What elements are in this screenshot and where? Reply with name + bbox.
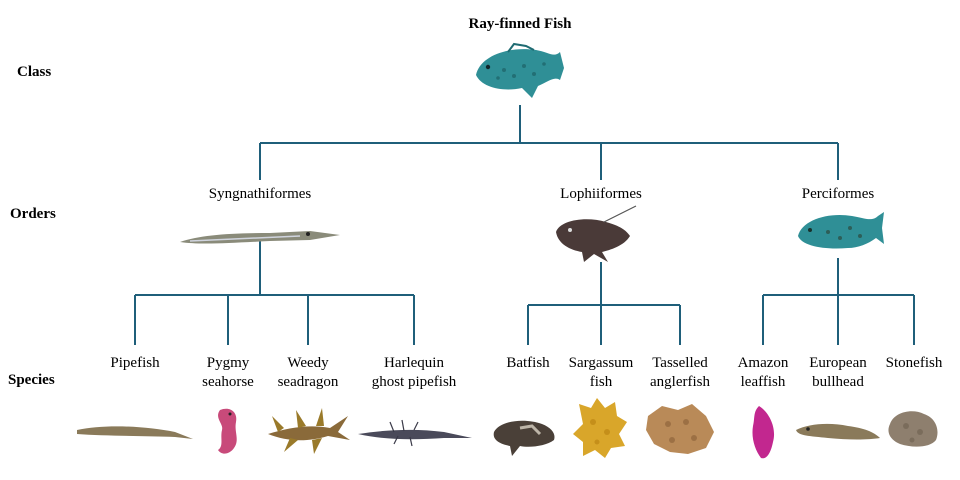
species-label-stonefish: Stonefish <box>885 355 943 371</box>
tasselled-anglerfish-icon <box>646 404 714 454</box>
grouper-icon <box>476 42 564 98</box>
batfish-icon <box>493 420 555 456</box>
pipefish-icon <box>77 426 193 439</box>
ghost-pipefish-icon <box>358 419 472 447</box>
amazon-leaffish-icon <box>752 406 775 459</box>
row-label-orders: Orders <box>10 206 56 222</box>
frogfish-icon <box>556 205 637 262</box>
species-label-batfish: Batfish <box>506 355 550 371</box>
pygmy-seahorse-icon <box>218 408 237 454</box>
order-label-perciformes: Perciformes <box>801 186 875 202</box>
weedy-seadragon-icon <box>268 408 350 454</box>
row-label-species: Species <box>8 372 55 388</box>
order-label-syngnathiformes: Syngnathiformes <box>208 186 312 202</box>
sargassum-fish-icon <box>573 398 627 458</box>
european-bullhead-icon <box>796 423 880 440</box>
perciformes-connector <box>762 258 915 345</box>
order-label-lophiiformes: Lophiiformes <box>560 186 642 202</box>
grouper-small-icon <box>798 212 884 249</box>
class-connector <box>259 105 839 180</box>
stonefish-icon <box>888 411 938 447</box>
species-label-pipefish: Pipefish <box>110 355 160 371</box>
diagram-title: Ray-finned Fish <box>468 16 572 32</box>
trumpetfish-icon <box>180 231 340 244</box>
syngnathiformes-connector <box>134 240 415 345</box>
lophiiformes-connector <box>527 262 681 345</box>
row-label-class: Class <box>17 64 52 80</box>
